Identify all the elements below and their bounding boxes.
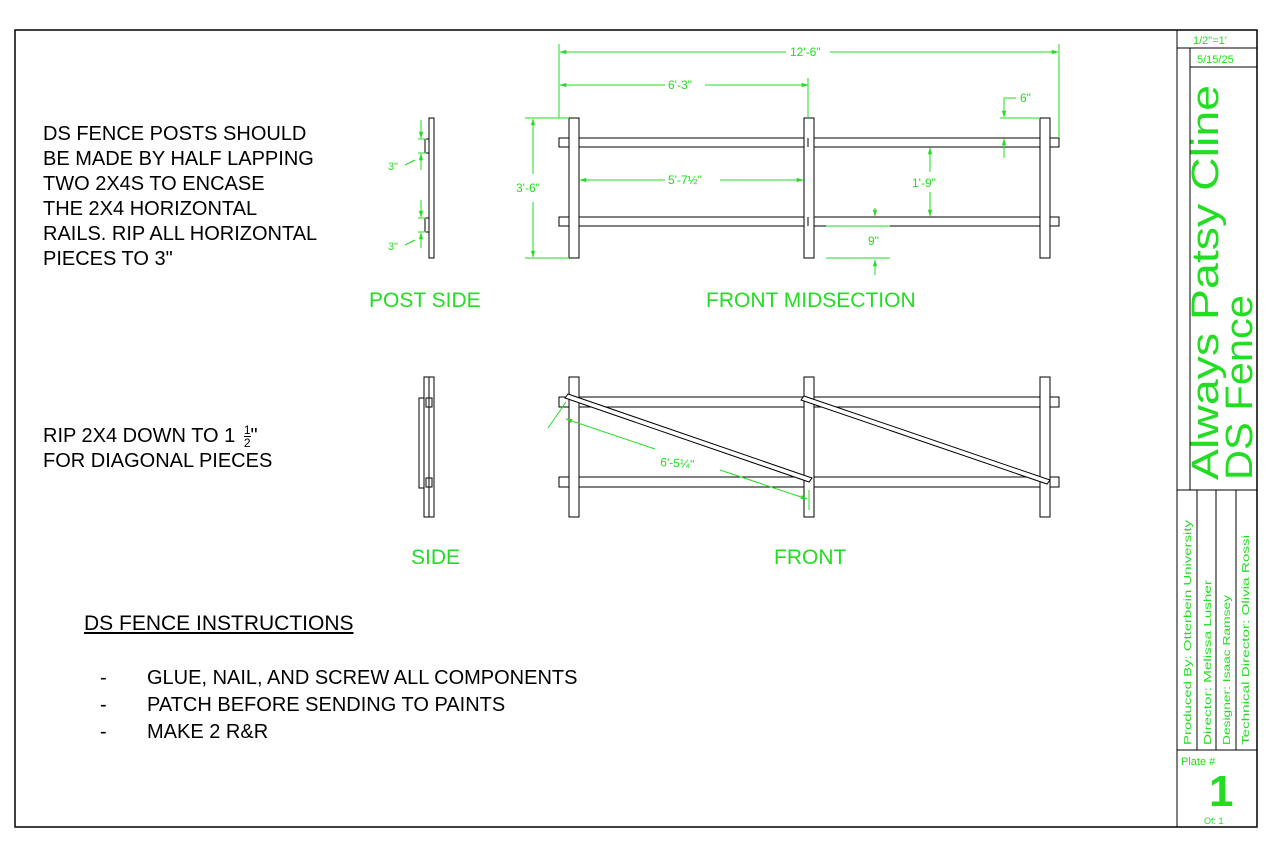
posts-note-line: TWO 2X4S TO ENCASE: [43, 173, 265, 195]
instruction-text: MAKE 2 R&R: [147, 721, 269, 743]
posts-note: DS FENCE POSTS SHOULD BE MADE BY HALF LA…: [43, 122, 317, 272]
front-midsection-view: [558, 117, 1060, 259]
list-item: -GLUE, NAIL, AND SCREW ALL COMPONENTS: [100, 665, 577, 692]
dim-height: 3'-6": [516, 181, 540, 195]
post-side-view: [424, 117, 435, 259]
dim-post-rail-bottom: 3": [388, 241, 398, 253]
show-title: Always Patsy Cline: [1185, 85, 1227, 480]
dim-top-offset: 6": [1020, 91, 1031, 105]
dim-bottom-offset: 9": [868, 234, 879, 248]
rip-frac-num: 1: [243, 423, 251, 438]
sheet-border: [14, 29, 1258, 828]
instruction-text: PATCH BEFORE SENDING TO PAINTS: [147, 694, 506, 716]
dim-overall-width: 12'-6": [790, 45, 821, 59]
front-midsection-dims: [525, 44, 1060, 275]
dim-half-width: 6'-3": [668, 78, 692, 92]
rip-note-line-1: RIP 2X4 DOWN TO 1 1 2 ": [43, 424, 272, 449]
rip-frac-den: 2: [243, 436, 251, 451]
director: Director: Melissa Lusher: [1203, 579, 1214, 745]
view-label-side: SIDE: [411, 546, 461, 569]
date-text: 5/15/25: [1197, 54, 1234, 66]
post-side-dims: [404, 120, 426, 248]
front-view: [558, 376, 1060, 518]
posts-note-line: THE 2X4 HORIZONTAL: [43, 198, 258, 220]
dim-rail-gap-width: 5'-7½": [668, 173, 702, 187]
list-item: -PATCH BEFORE SENDING TO PAINTS: [100, 692, 577, 719]
view-label-post-side: POST SIDE: [369, 289, 481, 312]
posts-note-line: DS FENCE POSTS SHOULD: [43, 123, 307, 145]
dim-rail-spacing: 1'-9": [912, 176, 936, 190]
posts-note-line: BE MADE BY HALF LAPPING: [43, 148, 314, 170]
posts-note-line: PIECES TO 3": [43, 248, 173, 270]
instructions-heading: DS FENCE INSTRUCTIONS: [84, 612, 354, 635]
instruction-text: GLUE, NAIL, AND SCREW ALL COMPONENTS: [147, 667, 578, 689]
item-title: DS Fence: [1219, 295, 1261, 480]
posts-note-line: RAILS. RIP ALL HORIZONTAL: [43, 223, 318, 245]
plate-label: Plate #: [1181, 756, 1216, 768]
technical-director: Technical Director: Olivia Rossi: [1241, 535, 1252, 745]
instructions-list: -GLUE, NAIL, AND SCREW ALL COMPONENTS -P…: [100, 665, 577, 746]
front-view-dims: [547, 401, 810, 510]
list-item: -MAKE 2 R&R: [100, 719, 577, 746]
rip-note-line-2: FOR DIAGONAL PIECES: [43, 450, 273, 473]
rip-note: RIP 2X4 DOWN TO 1 1 2 " FOR DIAGONAL PIE…: [43, 424, 272, 474]
view-label-front: FRONT: [774, 546, 847, 569]
produced-by: Produced By: Otterbein University: [1183, 520, 1194, 745]
plate-number: 1: [1209, 767, 1233, 816]
view-label-front-midsection: FRONT MIDSECTION: [706, 289, 916, 312]
of-label: Of: 1: [1204, 816, 1224, 826]
dim-diagonal-length: 6'-5¼": [660, 455, 695, 471]
rip-fraction: 1 2: [243, 423, 251, 451]
title-block: [1176, 30, 1257, 827]
side-view: [418, 376, 435, 518]
designer: Designer: Isaac Ramsey: [1222, 595, 1233, 745]
dim-post-rail-top: 3": [388, 161, 398, 173]
scale-text: 1/2"=1': [1193, 35, 1227, 47]
rip-frac-suffix: ": [250, 425, 258, 447]
rip-note-prefix: RIP 2X4 DOWN TO 1: [43, 425, 236, 447]
